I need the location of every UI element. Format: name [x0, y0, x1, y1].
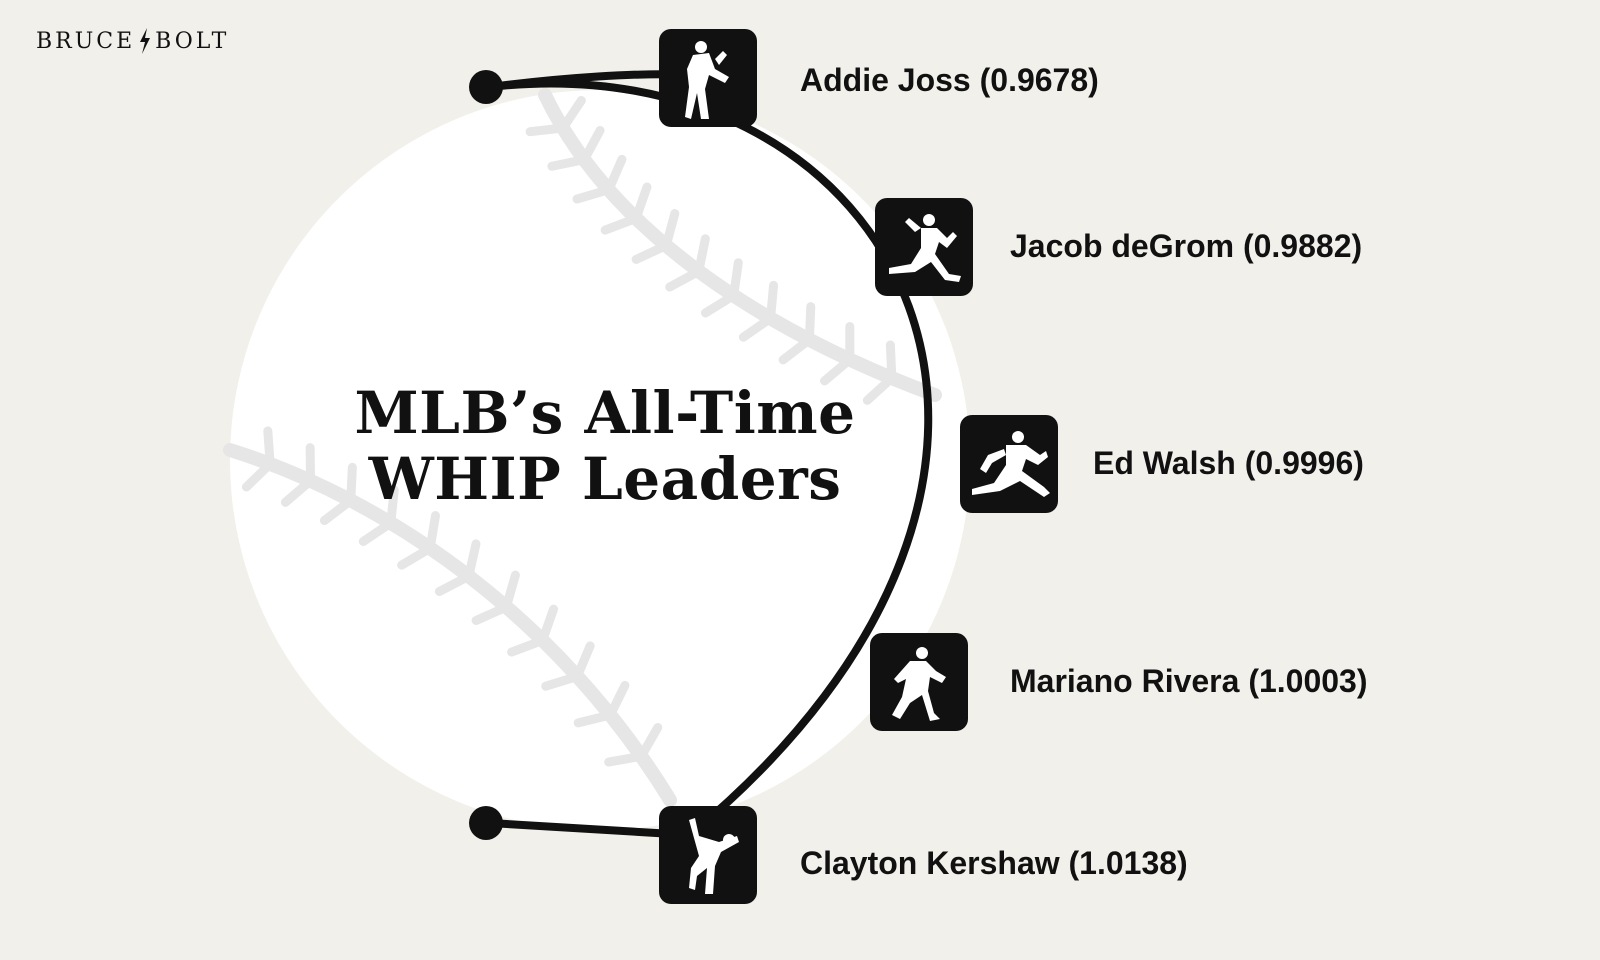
seam-stitch — [820, 355, 855, 386]
leader-1-label: Addie Joss (0.9678) — [800, 62, 1099, 98]
seam-stitch — [604, 751, 646, 767]
pitcher-release-icon — [892, 647, 946, 721]
baseball-stitches — [241, 95, 897, 767]
seam-stitch — [525, 123, 568, 137]
pitcher-leg-kick-icon — [685, 41, 729, 119]
pitcher-stride-icon — [889, 214, 961, 282]
seam-stitch — [464, 539, 481, 581]
seam-stitch — [600, 213, 641, 235]
seam-stitch — [346, 462, 357, 505]
leader-4-label: Mariano Rivera (1.0003) — [1010, 663, 1368, 699]
bruce-bolt-logo: BRUCE BOLT — [36, 26, 229, 56]
seam-stitch — [538, 604, 559, 645]
seam-stitch — [572, 641, 595, 681]
seam-stitch — [471, 602, 511, 625]
seam-stitch — [738, 313, 776, 342]
seam-stitch — [425, 511, 440, 553]
leader-5-label: Clayton Kershaw (1.0138) — [800, 845, 1188, 881]
seam-stitch — [263, 426, 275, 469]
seam-stitch — [694, 234, 710, 276]
leader-2-label: Jacob deGrom (0.9882) — [1010, 228, 1363, 264]
seam-stitch — [397, 543, 435, 570]
seam-stitch — [558, 95, 586, 133]
page-title: MLB’s All-Time WHIP Leaders — [300, 380, 910, 512]
seam-stitch — [547, 155, 589, 171]
seam-stitch — [862, 373, 897, 405]
leader-1-icon-box — [659, 29, 757, 127]
seam-stitch — [700, 291, 739, 318]
seam-stitch — [804, 302, 816, 345]
seam-stitch — [729, 258, 743, 301]
pitcher-follow-through-icon — [689, 818, 739, 894]
seam-stitch — [501, 570, 520, 612]
timeline-start-dot — [469, 70, 503, 104]
title-line-1: MLB’s All-Time — [354, 379, 856, 447]
logo-text-right: BOLT — [155, 28, 230, 54]
leader-5-icon-box — [659, 806, 757, 904]
seam-stitch — [319, 495, 356, 526]
lightning-bolt-icon — [140, 28, 151, 54]
seam-stitch — [665, 266, 704, 292]
seam-stitch — [541, 671, 582, 691]
seam-stitch — [885, 340, 897, 383]
seam-stitch — [572, 185, 614, 204]
leader-4-icon-box — [870, 633, 968, 731]
timeline-end-dot — [469, 806, 503, 840]
seam-stitch — [573, 710, 615, 728]
title-line-2: WHIP Leaders — [368, 445, 842, 513]
seam-stitch — [631, 241, 671, 264]
seam-stitch — [507, 635, 548, 657]
seam-stitch — [766, 280, 779, 323]
seam-stitch — [631, 182, 652, 223]
seam-stitch — [661, 209, 680, 251]
logo-text-left: BRUCE — [36, 28, 136, 54]
leader-3-icon-box — [960, 415, 1058, 513]
seam-stitch — [241, 459, 275, 492]
seam-stitch — [579, 125, 605, 165]
seam-stitch — [604, 154, 627, 195]
leader-3-label: Ed Walsh (0.9996) — [1093, 445, 1364, 481]
seam-stitch — [636, 723, 663, 761]
baseball-shape — [230, 90, 970, 830]
seam-stitch — [778, 335, 814, 365]
seam-stitch — [358, 518, 396, 546]
pitcher-windup-icon — [972, 431, 1050, 497]
leader-2-icon-box — [875, 198, 973, 296]
seam-stitch — [386, 485, 399, 528]
seam-stitch — [280, 476, 316, 507]
seam-stitch — [605, 680, 630, 720]
seam-stitch — [434, 571, 474, 596]
